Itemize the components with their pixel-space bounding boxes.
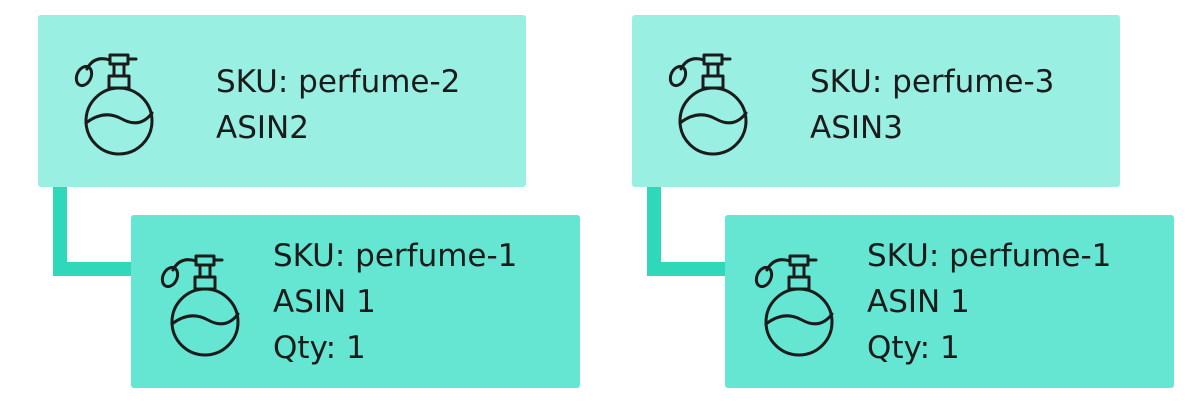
child-product-info: SKU: perfume-1 ASIN 1 Qty: 1 [273, 233, 517, 371]
parent-product-card-2: SKU: perfume-3 ASIN3 [632, 15, 1120, 187]
asin-label: ASIN2 [216, 110, 309, 146]
parent-product-card-1: SKU: perfume-2 ASIN2 [38, 15, 526, 187]
perfume-bottle-icon [74, 53, 154, 156]
asin-label: ASIN3 [810, 110, 903, 146]
connector-vertical-2 [647, 186, 661, 276]
perfume-bottle-icon [754, 254, 834, 357]
connector-horizontal-1 [53, 262, 133, 276]
sku-label: SKU: perfume-3 [810, 64, 1055, 100]
qty-label: Qty: 1 [867, 330, 960, 366]
sku-label: SKU: perfume-2 [216, 64, 461, 100]
child-product-card-2: SKU: perfume-1 ASIN 1 Qty: 1 [725, 215, 1174, 388]
qty-label: Qty: 1 [273, 330, 366, 366]
child-product-card-1: SKU: perfume-1 ASIN 1 Qty: 1 [131, 215, 580, 388]
asin-label: ASIN 1 [867, 284, 970, 320]
parent-product-info: SKU: perfume-2 ASIN2 [216, 59, 460, 151]
parent-product-info: SKU: perfume-3 ASIN3 [810, 59, 1054, 151]
asin-label: ASIN 1 [273, 284, 376, 320]
perfume-bottle-icon [160, 254, 240, 357]
sku-label: SKU: perfume-1 [867, 238, 1112, 274]
connector-vertical-1 [53, 186, 67, 276]
connector-horizontal-2 [647, 262, 727, 276]
child-product-info: SKU: perfume-1 ASIN 1 Qty: 1 [867, 233, 1111, 371]
perfume-bottle-icon [668, 53, 748, 156]
sku-label: SKU: perfume-1 [273, 238, 518, 274]
